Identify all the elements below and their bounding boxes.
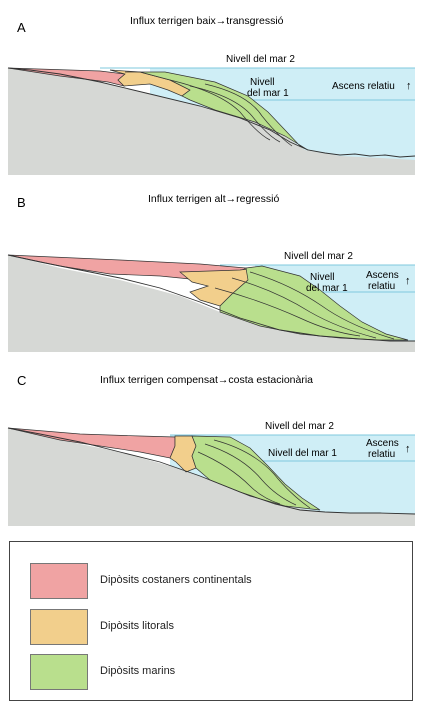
clinoform (249, 271, 395, 340)
marine-deposit (125, 71, 309, 151)
legend-label: Dipòsits litorals (100, 620, 174, 632)
sea-level-1-label: Nivell (250, 77, 274, 88)
sequence-diagram: A Influx terrigen baix→transgressió Nive… (7, 15, 416, 526)
panel-b: B Influx terrigen alt→regressió Nivell d… (7, 193, 415, 352)
legend-swatch (30, 563, 88, 599)
clinoform (214, 287, 361, 337)
up-arrow-icon: ↑ (405, 275, 411, 287)
up-arrow-icon: ↑ (406, 80, 412, 92)
sea-level-2-label: Nivell del mar 2 (226, 54, 295, 65)
basement (8, 68, 415, 175)
legend-swatch (30, 654, 88, 690)
seafloor-line (7, 67, 416, 158)
relative-rise-label: Ascens (366, 438, 399, 449)
basement (8, 428, 415, 526)
panel-c: C Influx terrigen compensat→costa estaci… (7, 373, 416, 526)
clinoform (197, 451, 281, 505)
panel-title: Influx terrigen baix→transgressió (130, 15, 284, 27)
seafloor-line (7, 254, 415, 342)
panel-letter: C (17, 373, 26, 388)
relative-rise-label: relatiu (368, 281, 395, 292)
relative-rise-label: Ascens (366, 270, 399, 281)
clinoform (204, 83, 293, 147)
sea-level-1-label: Nivell del mar 1 (268, 448, 337, 459)
relative-rise-label: relatiu (368, 449, 395, 460)
clinoform (231, 277, 377, 339)
panel-letter: A (17, 20, 26, 35)
legend-label: Dipòsits marins (100, 665, 176, 677)
clinoform (189, 85, 281, 143)
sea-level-1-label: del mar 1 (306, 283, 348, 294)
panel-letter: B (17, 195, 26, 210)
panel-a: A Influx terrigen baix→transgressió Nive… (7, 15, 416, 175)
clinoform (213, 439, 311, 509)
legend-swatch (30, 609, 88, 645)
sea-level-1-label: del mar 1 (247, 88, 289, 99)
panel-title: Influx terrigen compensat→costa estacion… (100, 374, 313, 386)
legend-label: Dipòsits costaners continentals (100, 574, 252, 586)
clinoform (204, 443, 297, 506)
panel-title: Influx terrigen alt→regressió (148, 193, 279, 205)
legend: Dipòsits costaners continentals Dipòsits… (9, 541, 413, 701)
up-arrow-icon: ↑ (405, 443, 411, 455)
sea-level-2-label: Nivell del mar 2 (284, 251, 353, 262)
sea-level-1-label: Nivell (310, 272, 334, 283)
sea-level-2-label: Nivell del mar 2 (265, 421, 334, 432)
seafloor-line (7, 427, 416, 515)
basement (8, 255, 415, 352)
relative-rise-label: Ascens relatiu (332, 81, 395, 92)
